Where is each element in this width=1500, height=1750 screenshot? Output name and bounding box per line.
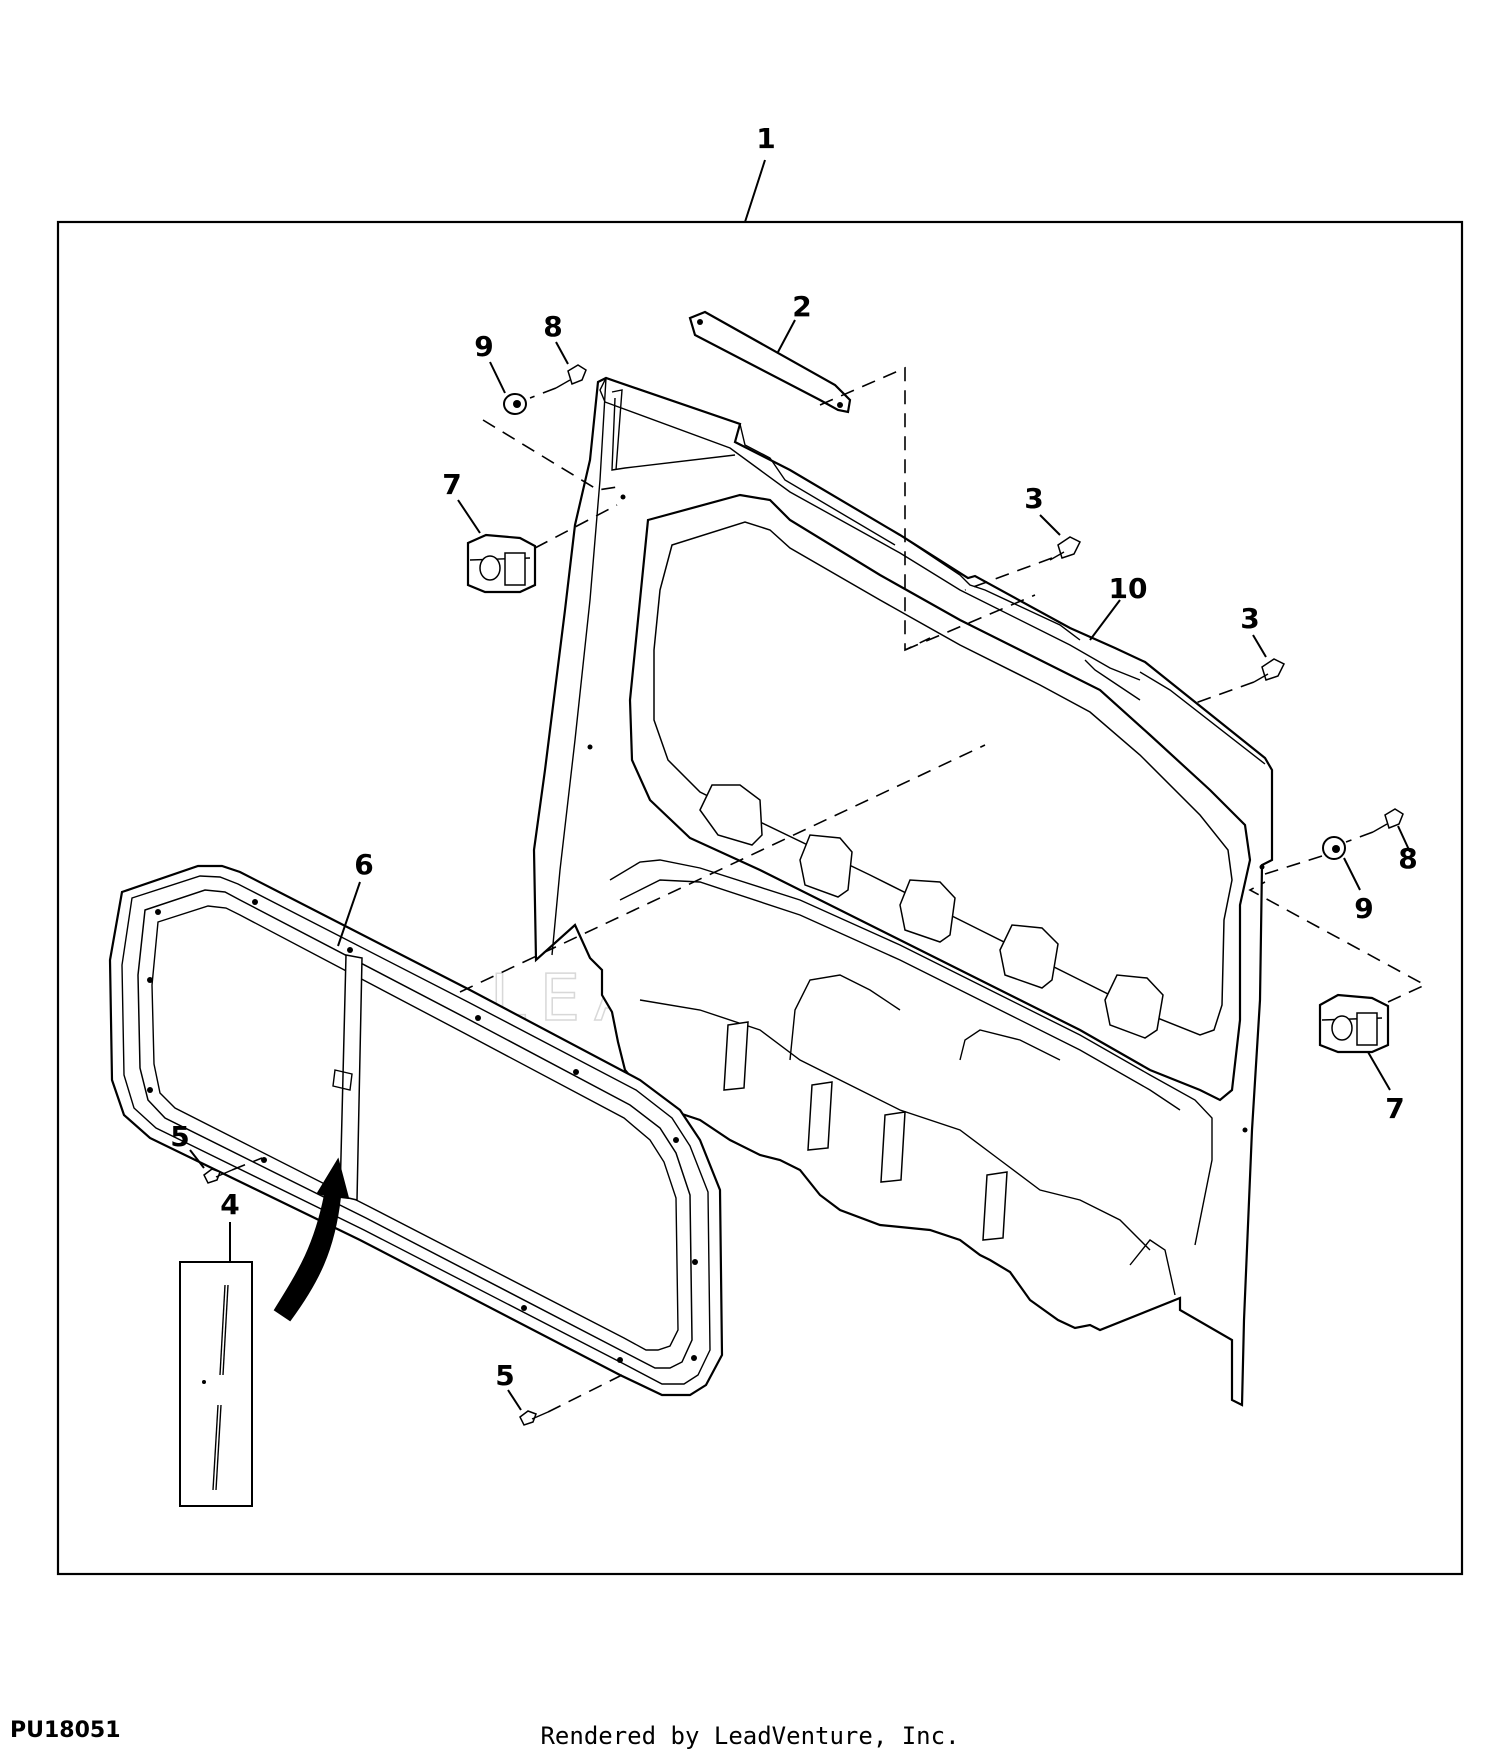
washer-part-9b — [1322, 836, 1346, 860]
callout-1: 1 — [756, 122, 775, 155]
screw-part-5b — [519, 1410, 549, 1426]
callout-8b: 8 — [1398, 842, 1417, 875]
callout-7a: 7 — [442, 468, 461, 501]
window-frame-part-6 — [108, 864, 724, 1397]
install-direction-arrow — [273, 1157, 350, 1322]
figure-id: PU18051 — [10, 1718, 121, 1743]
callout-6: 6 — [354, 848, 373, 881]
render-credit: Rendered by LeadVenture, Inc. — [540, 1722, 960, 1750]
trim-plate-part-2 — [688, 310, 852, 414]
callout-10: 10 — [1109, 572, 1148, 605]
assembly-border — [56, 220, 1464, 1576]
callout-5a: 5 — [170, 1120, 189, 1153]
push-fastener-part-3b — [1253, 658, 1286, 683]
hinge-bracket-part-7a — [466, 533, 537, 594]
screw-part-5a — [203, 1168, 233, 1184]
screw-part-8b — [1372, 808, 1404, 833]
callout-9a: 9 — [474, 330, 493, 363]
hinge-bracket-part-7b — [1318, 993, 1390, 1054]
seal-strip-part-4 — [179, 1261, 253, 1507]
callout-8a: 8 — [543, 310, 562, 343]
washer-part-9a — [503, 393, 527, 415]
screw-part-8a — [555, 364, 587, 389]
callout-4: 4 — [220, 1188, 239, 1221]
rear-panel-part-10 — [532, 376, 1274, 1407]
callout-2: 2 — [792, 290, 811, 323]
callout-5b: 5 — [495, 1359, 514, 1392]
callout-3a: 3 — [1024, 482, 1043, 515]
callout-9b: 9 — [1354, 892, 1373, 925]
callout-3b: 3 — [1240, 602, 1259, 635]
callout-7b: 7 — [1385, 1092, 1404, 1125]
push-fastener-part-3a — [1049, 536, 1082, 561]
